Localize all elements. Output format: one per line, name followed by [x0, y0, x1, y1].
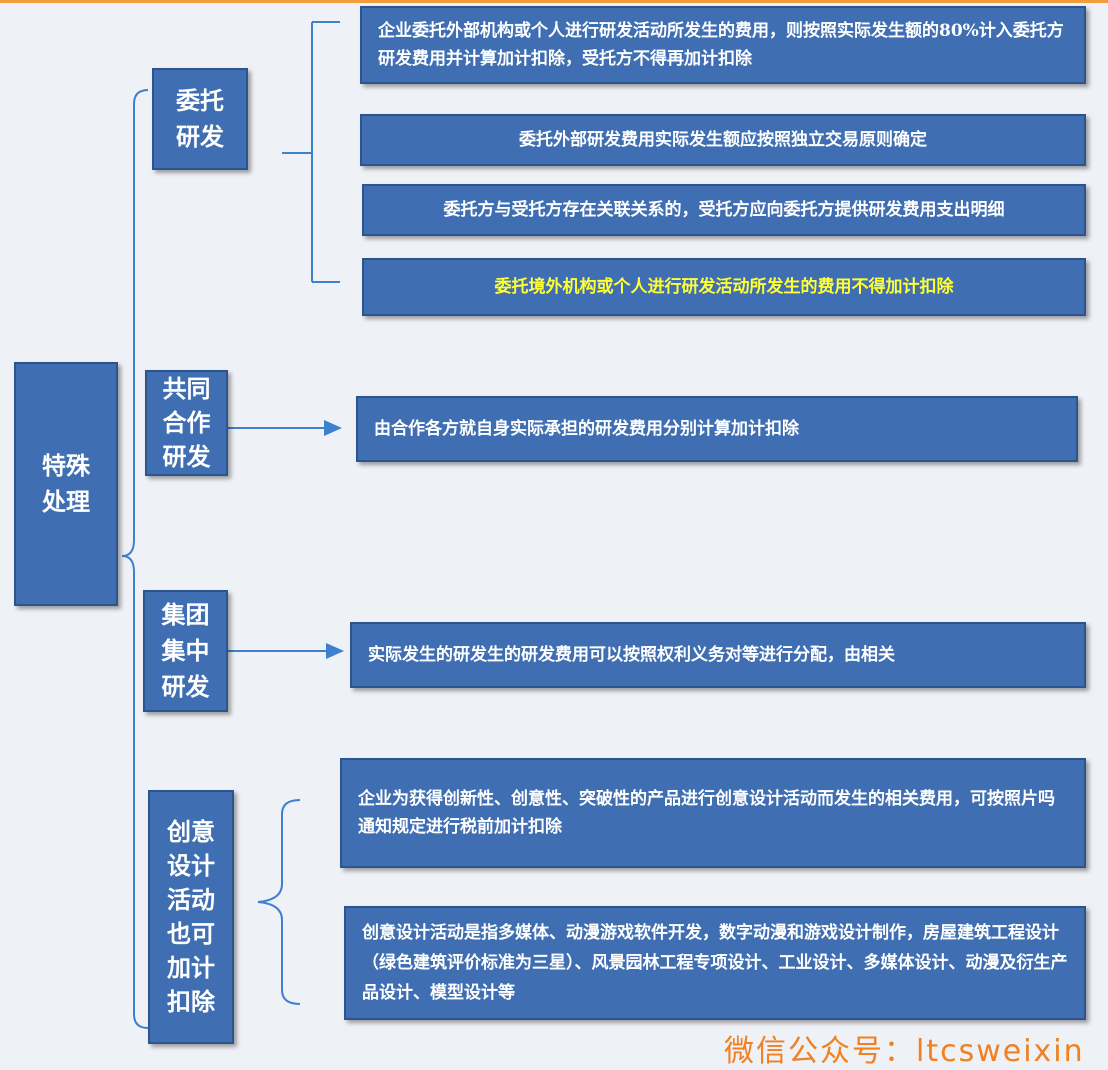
detail-entrust-2: 委托外部研发费用实际发生额应按照独立交易原则确定 [360, 114, 1086, 166]
category-group: 集团集中研发 [143, 590, 228, 712]
detail-joint-1: 由合作各方就自身实际承担的研发费用分别计算加计扣除 [356, 396, 1078, 462]
category-creative-label: 创意设计活动也可加计扣除 [167, 817, 215, 1016]
category-joint-label: 共同合作研发 [162, 374, 211, 471]
detail-creative-2-text: 创意设计活动是指多媒体、动漫游戏软件开发，数字动漫和游戏设计制作，房屋建筑工程设… [362, 923, 1068, 1003]
top-accent-line [0, 0, 1108, 3]
detail-entrust-1-text: 企业委托外部机构或个人进行研发活动所发生的费用，则按照实际发生额的80%计入委托… [378, 21, 1064, 69]
root-brace [121, 89, 149, 1029]
root-node: 特殊处理 [14, 362, 118, 606]
detail-group-1: 实际发生的研发生的研发费用可以按照权利义务对等进行分配，由相关 [350, 622, 1086, 688]
root-node-label: 特殊处理 [42, 451, 90, 516]
category-entrust-label: 委托研发 [176, 86, 224, 151]
detail-entrust-2-text: 委托外部研发费用实际发生额应按照独立交易原则确定 [519, 130, 927, 150]
detail-entrust-1: 企业委托外部机构或个人进行研发活动所发生的费用，则按照实际发生额的80%计入委托… [360, 6, 1086, 84]
detail-entrust-4: 委托境外机构或个人进行研发活动所发生的费用不得加计扣除 [362, 258, 1086, 316]
detail-creative-1: 企业为获得创新性、创意性、突破性的产品进行创意设计活动而发生的相关费用，可按照片… [340, 758, 1086, 868]
detail-joint-1-text: 由合作各方就自身实际承担的研发费用分别计算加计扣除 [374, 419, 799, 439]
entrust-bracket [282, 21, 340, 283]
detail-group-1-text: 实际发生的研发生的研发费用可以按照权利义务对等进行分配，由相关 [368, 645, 895, 665]
detail-entrust-4-text: 委托境外机构或个人进行研发活动所发生的费用不得加计扣除 [494, 277, 954, 297]
detail-entrust-3: 委托方与受托方存在关联关系的，受托方应向委托方提供研发费用支出明细 [362, 184, 1086, 236]
detail-entrust-3-text: 委托方与受托方存在关联关系的，受托方应向委托方提供研发费用支出明细 [443, 200, 1005, 220]
category-group-label: 集团集中研发 [161, 600, 210, 701]
detail-creative-2: 创意设计活动是指多媒体、动漫游戏软件开发，数字动漫和游戏设计制作，房屋建筑工程设… [344, 906, 1086, 1020]
category-entrust: 委托研发 [152, 68, 248, 170]
category-joint: 共同合作研发 [145, 370, 228, 476]
watermark: 微信公众号：ltcsweixin [724, 1034, 1085, 1069]
detail-creative-1-text: 企业为获得创新性、创意性、突破性的产品进行创意设计活动而发生的相关费用，可按照片… [358, 789, 1055, 837]
category-creative: 创意设计活动也可加计扣除 [148, 790, 234, 1044]
creative-brace [257, 799, 301, 1005]
